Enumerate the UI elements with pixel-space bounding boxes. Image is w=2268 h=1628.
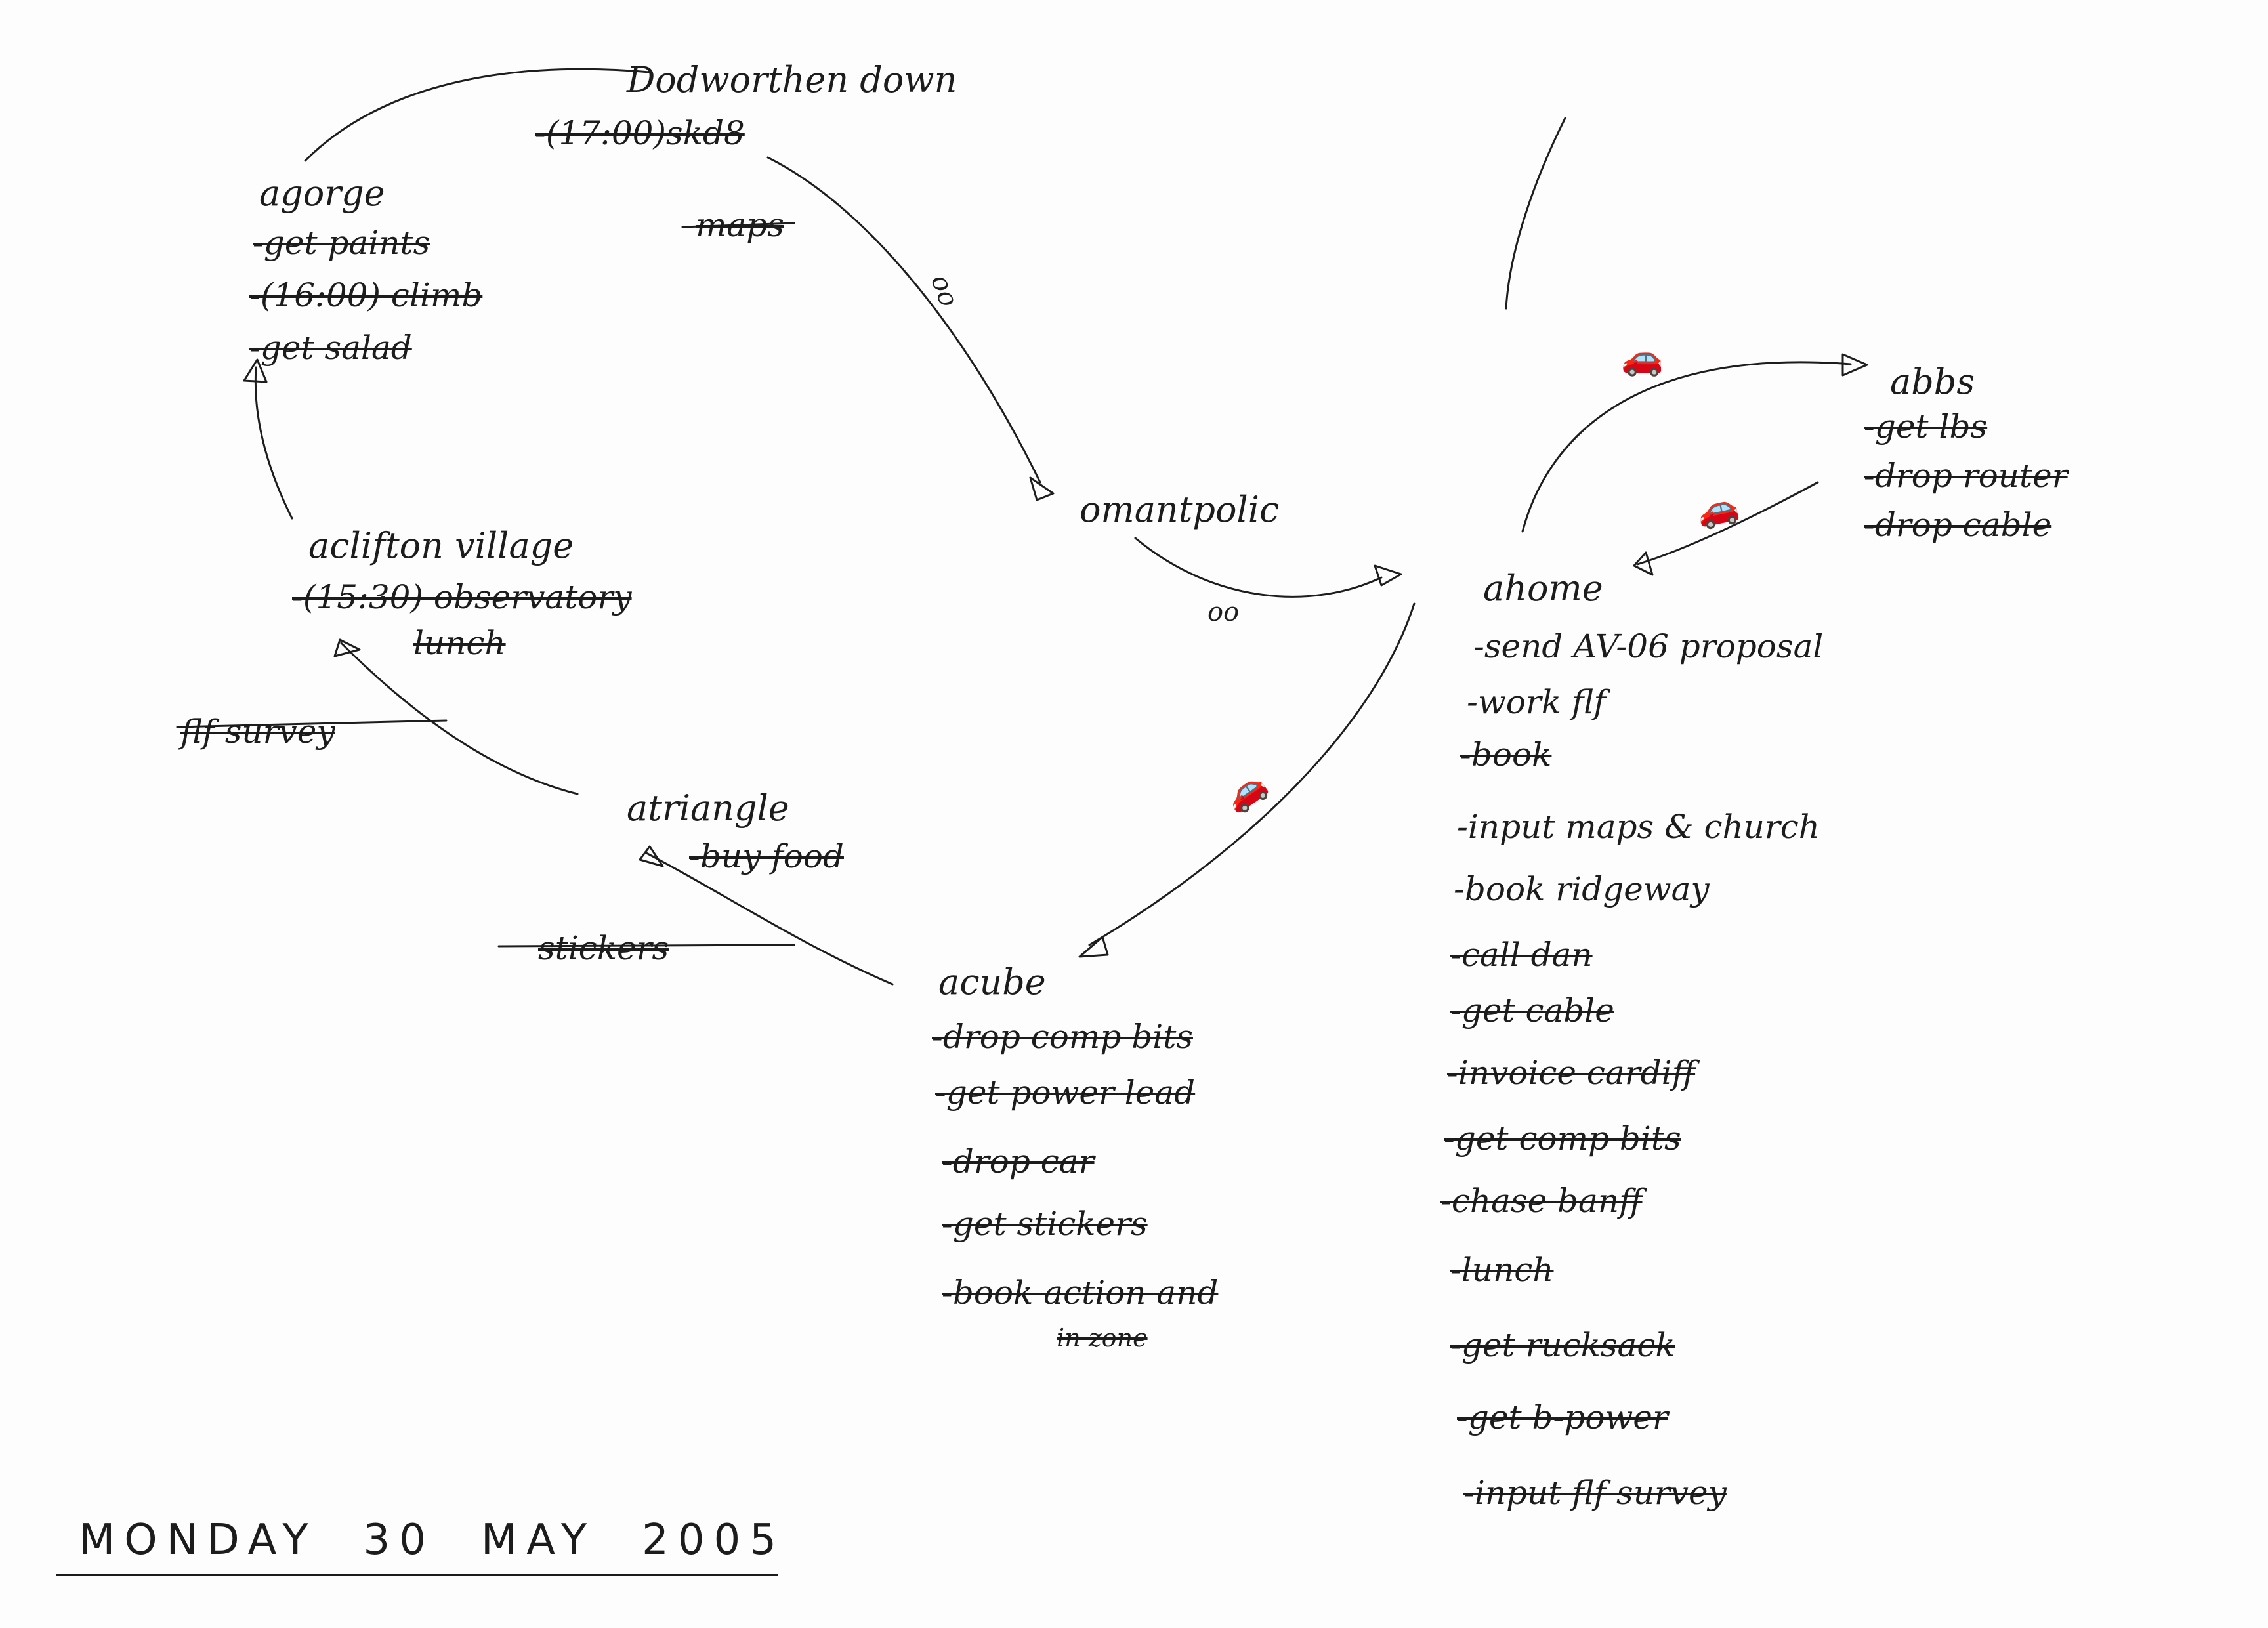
node-gorge-item: -get salad [249, 329, 412, 367]
node-home-item: -chase banff [1440, 1182, 1643, 1220]
edge-label-flf-survey: flf survey [180, 713, 335, 751]
arrowhead-icon [639, 845, 664, 867]
node-cube-item: in zone [1057, 1324, 1148, 1352]
arrowhead-icon [243, 358, 268, 383]
node-cube-item: -drop comp bits [932, 1018, 1193, 1056]
node-home-item: -work flf [1467, 683, 1606, 721]
node-gorge-title: agorge [259, 173, 385, 214]
arrowhead-icon [1841, 353, 1868, 377]
node-home-item: -invoice cardiff [1447, 1054, 1696, 1092]
node-dodmoor-title: Dodworthen down [627, 59, 957, 100]
node-abbs-item: -drop router [1864, 457, 2068, 495]
node-home-item: -get cable [1450, 991, 1614, 1030]
arrowhead-icon [1029, 476, 1055, 501]
car-icon: 🚗 [1621, 339, 1664, 378]
arrowhead-icon [333, 638, 361, 657]
route-abbs-to-home [1636, 481, 1819, 566]
route-cube-to-triangle [645, 852, 894, 986]
node-cube-item: -book action and [942, 1274, 1219, 1312]
bike-icon: oo [1208, 597, 1240, 627]
node-abbs-item: -get lbs [1864, 407, 1988, 446]
node-clifton-item: -(15:30) observatory [292, 578, 632, 616]
node-home-item: -lunch [1450, 1251, 1554, 1289]
route-omantpolic-to-home [1134, 537, 1383, 598]
route-gorge-to-dodmoor [304, 68, 651, 162]
node-abbs-item: -drop cable [1864, 506, 2052, 544]
arrowhead-icon [1374, 564, 1402, 587]
node-home-item: -send AV-06 proposal [1473, 627, 1824, 665]
node-dodmoor-item: -(17:00)skd8 [535, 114, 745, 152]
node-clifton-title: aclifton village [308, 525, 574, 566]
node-clifton-item: lunch [413, 624, 506, 662]
node-triangle-item: -buy food [689, 837, 844, 875]
stray-stroke [1505, 117, 1566, 310]
route-dodmoor-to-omantpolic [766, 156, 1041, 484]
route-clifton-to-gorge [254, 366, 293, 520]
node-abbs-title: abbs [1890, 361, 1975, 402]
date-year: 2005 [642, 1516, 786, 1564]
node-cube-item: -drop car [942, 1142, 1095, 1180]
arrowhead-icon [1078, 936, 1109, 958]
maps-strike [681, 222, 795, 228]
page-date: MONDAY 30 MAY 2005 [79, 1516, 831, 1564]
node-gorge-item: -get paints [253, 224, 430, 262]
route-home-to-cube [1088, 602, 1416, 946]
route-home-to-abbs [1521, 361, 1852, 533]
node-home-item: -call dan [1450, 936, 1593, 974]
node-home-item: -book ridgeway [1454, 870, 1710, 908]
node-home-item: -input flf survey [1463, 1474, 1727, 1512]
node-home-item: -book [1460, 736, 1552, 774]
node-cube-item: -get power lead [935, 1074, 1196, 1112]
date-underline [56, 1574, 778, 1576]
route-triangle-to-clifton [340, 642, 579, 795]
node-home-title: ahome [1483, 568, 1603, 609]
node-home-item: -get b-power [1457, 1398, 1668, 1436]
node-omantpolic-title: omantpolic [1080, 489, 1280, 530]
node-triangle-title: atriangle [627, 787, 789, 829]
node-home-item: -get comp bits [1444, 1119, 1681, 1158]
flf-survey-line [176, 719, 448, 728]
arrowhead-icon [1633, 551, 1654, 576]
stickers-line [497, 944, 795, 948]
node-home-item: -get rucksack [1450, 1326, 1675, 1364]
date-month: MAY [480, 1516, 597, 1564]
date-number: 30 [363, 1516, 435, 1564]
node-home-item: -input maps & church [1457, 808, 1820, 846]
node-cube-item: -get stickers [942, 1205, 1148, 1243]
edge-label-maps: maps [696, 206, 784, 244]
edge-label-stickers: stickers [538, 929, 669, 967]
node-gorge-item: -(16:00) climb [249, 276, 483, 314]
node-cube-title: acube [938, 961, 1046, 1003]
date-day: MONDAY [79, 1516, 318, 1564]
